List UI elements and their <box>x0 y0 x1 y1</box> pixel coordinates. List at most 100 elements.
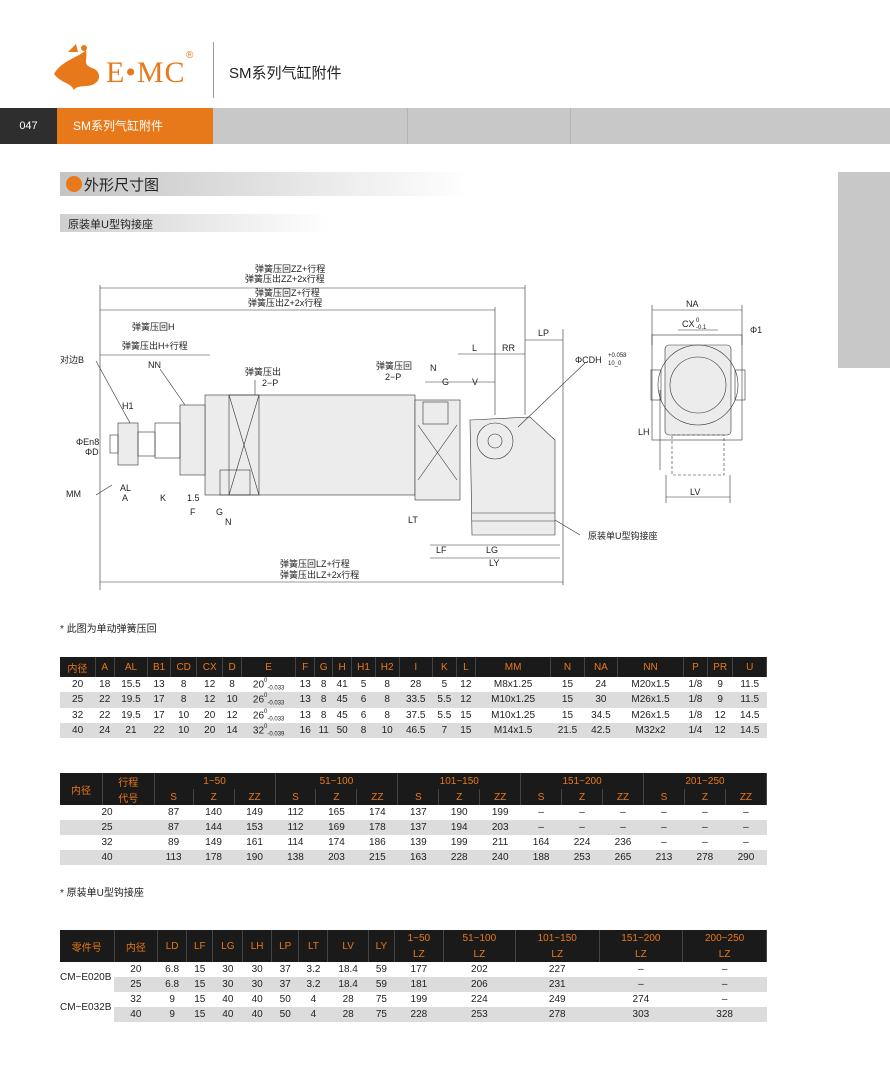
table-cell: – <box>725 820 767 835</box>
part-number-cell: CM−E032B <box>60 992 114 1022</box>
table-cell: – <box>721 994 728 1005</box>
table-cell: 240 <box>479 850 521 865</box>
e-value: 20 <box>252 679 265 691</box>
subsection-title: 原装单U型钩接座 <box>68 219 153 231</box>
table-cell: – <box>520 820 562 835</box>
band-label-block <box>57 108 213 144</box>
table-cell: – <box>579 807 585 818</box>
table-cell: 42.5 <box>584 722 618 739</box>
table-cell: 8 <box>384 679 390 691</box>
table-cell: 15 <box>186 1007 213 1022</box>
dim-CX: CX <box>682 319 695 329</box>
table-cell: 8 <box>180 679 187 691</box>
table-header-cell: A <box>95 657 115 677</box>
table-cell: M26x1.5 <box>617 692 684 708</box>
table-cell: 165 <box>328 807 345 818</box>
e-tol-top: 0 <box>264 693 268 700</box>
table-cell: 224 <box>573 837 591 848</box>
table-cell: 9 <box>157 1007 187 1022</box>
table-cell: 164 <box>532 837 550 848</box>
table-cell: 112 <box>287 807 304 818</box>
table-cell: 37 <box>279 964 291 975</box>
table-header-cell: ZZ <box>602 789 644 805</box>
table-header-cell: Z <box>684 789 726 805</box>
table-cell: 37.5 <box>405 709 426 721</box>
label-z-retract: 弹簧压回Z+行程 <box>255 287 320 298</box>
table-cell: 206 <box>443 977 516 992</box>
table-cell: 87 <box>154 820 194 835</box>
table-header-cell: 1~50 <box>394 930 444 946</box>
table-cell: 15 <box>561 709 574 721</box>
table-cell: 10 <box>375 722 400 739</box>
table-cell: 211 <box>492 837 509 848</box>
e-tolerance: 0-0.033 <box>264 677 284 692</box>
e-tol-bot: -0.033 <box>267 700 285 707</box>
side-tab <box>838 172 890 368</box>
table-cell: M14x1.5 <box>475 722 551 739</box>
band-label: SM系列气缸附件 <box>73 119 164 133</box>
table-header-cell: S <box>154 789 194 805</box>
table-header-cell: S <box>275 789 317 805</box>
label-spring-back: 弹簧压回 <box>376 360 412 371</box>
table-cell: 20 <box>72 679 84 691</box>
table-cell: – <box>643 820 685 835</box>
table-cell: 1/8 <box>683 692 708 708</box>
table-cell: 17 <box>153 709 165 721</box>
e-tolerance: 0-0.039 <box>264 723 284 738</box>
band-divider <box>407 108 408 144</box>
table-cell: 32 <box>101 837 113 848</box>
table-cell: 6 <box>360 709 367 721</box>
page-number-block <box>0 108 57 144</box>
table-cell: 144 <box>193 820 235 835</box>
brand-logo-icon <box>54 44 100 90</box>
table-cell: 89 <box>168 837 180 848</box>
dim-1-5: 1.5 <box>187 493 200 503</box>
label-cdh: ΦCDH <box>575 355 602 365</box>
table-header-cell: G <box>314 657 334 677</box>
table-cell: 40 <box>222 994 234 1005</box>
table-cell: 153 <box>234 820 276 835</box>
table-cell: 14.5 <box>732 722 767 739</box>
table-cell: 50 <box>271 1007 299 1022</box>
label-port-a: 2−P <box>262 378 278 388</box>
table-header-cell: LZ <box>394 946 444 962</box>
table-cell: 24 <box>95 722 115 739</box>
table-cell: 9 <box>707 692 733 708</box>
table-cell: 40 <box>251 994 263 1005</box>
table-cell: 34.5 <box>591 709 611 721</box>
table-cell: 10 <box>178 709 190 721</box>
table-cell: 19.5 <box>114 692 148 708</box>
table-header-cell: LZ <box>515 946 600 962</box>
table-cell: 149 <box>246 807 263 818</box>
table-cell: 18 <box>99 679 111 691</box>
table-header-cell: LZ <box>599 946 684 962</box>
label-lz-retract: 弹簧压回LZ+行程 <box>280 558 350 569</box>
table-cell: 178 <box>356 820 398 835</box>
table-cell: 50 <box>332 722 352 739</box>
label-spring-out: 弹簧压出 <box>245 366 281 377</box>
registered-mark: ® <box>186 50 194 61</box>
table-cell: 22 <box>95 692 115 708</box>
table-cell: 190 <box>234 850 276 865</box>
dim-En8: ΦEn8 <box>76 437 99 447</box>
table-cell: 138 <box>275 850 316 865</box>
table-cell: 8 <box>320 709 327 721</box>
table-cell: 50 <box>279 994 291 1005</box>
table-header-cell: 行程 <box>102 773 155 789</box>
table-header-cell: 内径 <box>114 930 159 962</box>
table-cell: – <box>661 837 667 848</box>
dim-K: K <box>160 493 166 503</box>
table-cell: – <box>602 820 644 835</box>
dim-NA: NA <box>686 299 699 309</box>
table-cell: 37 <box>271 977 299 992</box>
e-tol-bot: -0.033 <box>267 685 285 692</box>
label-z-extend: 弹簧压出Z+2x行程 <box>248 297 322 308</box>
table-cell: 18.4 <box>338 964 358 975</box>
table-header-cell: NA <box>584 657 619 677</box>
table-cell: 4 <box>298 1007 328 1022</box>
